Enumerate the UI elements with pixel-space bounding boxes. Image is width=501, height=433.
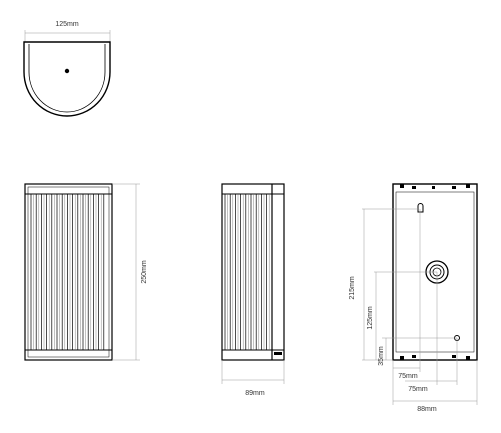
front-height-label: 250mm: [141, 260, 148, 284]
front-view: 250mm: [24, 183, 148, 361]
back-center-height-label: 125mm: [367, 306, 374, 330]
side-depth-label: 89mm: [245, 390, 265, 397]
back-hole-spacing-lower-label: 75mm: [408, 386, 428, 393]
mount-screw-icon: [64, 68, 70, 74]
back-hole-spacing-upper-label: 75mm: [398, 373, 418, 380]
back-view: 215mm 125mm 35mm 75mm 75mm 88mm: [349, 183, 478, 413]
back-base-width-label: 88mm: [417, 406, 437, 413]
side-label-plate: [274, 352, 282, 355]
front-ribs: [30, 194, 105, 350]
side-ribs: [224, 194, 270, 350]
keyhole-slot-icon: [417, 203, 424, 213]
side-view: 89mm: [221, 183, 285, 397]
top-view: 125mm: [23, 21, 111, 117]
back-bottom-offset-label: 35mm: [378, 346, 385, 366]
top-width-label: 125mm: [55, 21, 79, 28]
back-overall-height-label: 215mm: [349, 276, 356, 300]
